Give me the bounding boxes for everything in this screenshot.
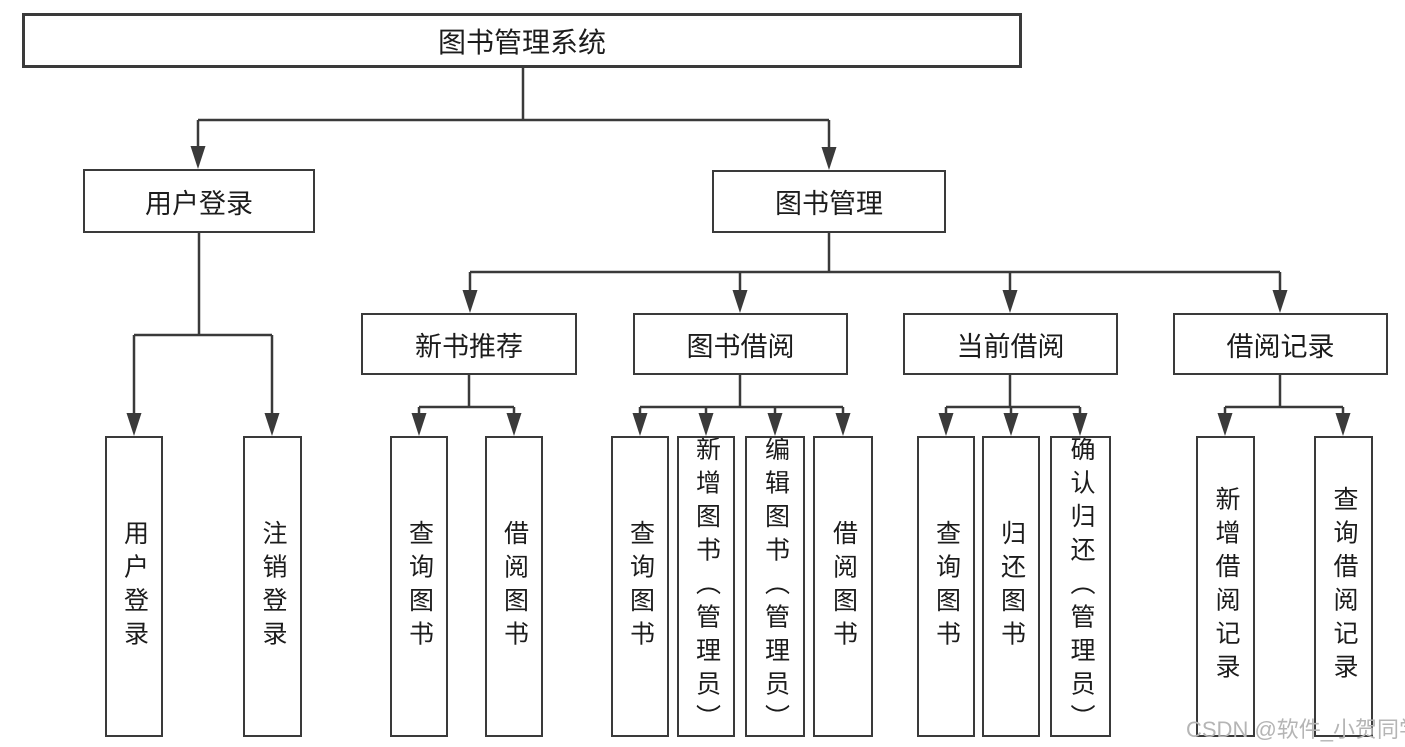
node-label: 借阅记录 <box>1226 331 1335 362</box>
leaf-add-books-admin: 新增图书（管理员） <box>677 436 735 737</box>
leaf-label: 查询图书 <box>626 519 655 654</box>
arrowheads <box>126 146 1351 436</box>
node-user-login: 用户登录 <box>83 169 315 233</box>
leaf-label: 确认归还（管理员） <box>1067 436 1095 737</box>
csdn-watermark: CSDN @软件_小贺同学 <box>1186 717 1405 742</box>
leaf-user-login: 用户登录 <box>105 436 163 737</box>
leaf-query-books-current: 查询图书 <box>917 436 975 737</box>
node-label: 新书推荐 <box>415 331 523 362</box>
leaf-label: 新增图书（管理员） <box>692 436 721 737</box>
leaf-borrow-books: 借阅图书 <box>813 436 873 737</box>
leaf-label: 借阅图书 <box>500 519 529 654</box>
leaf-borrow-books-recommend: 借阅图书 <box>485 436 543 737</box>
node-borrowing-records: 借阅记录 <box>1173 313 1388 375</box>
leaf-query-books-recommend: 查询图书 <box>390 436 448 737</box>
leaf-query-books-borrowing: 查询图书 <box>611 436 669 737</box>
node-label: 用户登录 <box>145 188 253 219</box>
node-label: 图书管理 <box>775 189 883 219</box>
leaf-logout: 注销登录 <box>243 436 302 737</box>
leaf-label: 查询借阅记录 <box>1330 486 1358 687</box>
node-label: 图书借阅 <box>686 331 795 362</box>
leaf-label: 查询图书 <box>932 519 961 654</box>
leaf-label: 借阅图书 <box>829 519 858 654</box>
leaf-label: 编辑图书（管理员） <box>761 436 790 737</box>
node-label: 当前借阅 <box>956 331 1065 362</box>
leaf-query-borrow-record: 查询借阅记录 <box>1314 436 1373 737</box>
leaf-confirm-return-admin: 确认归还（管理员） <box>1050 436 1111 737</box>
leaf-return-books: 归还图书 <box>982 436 1040 737</box>
leaf-label: 查询图书 <box>405 519 434 654</box>
leaf-label: 新增借阅记录 <box>1212 486 1240 687</box>
leaf-edit-books-admin: 编辑图书（管理员） <box>745 436 805 737</box>
node-new-book-recommend: 新书推荐 <box>361 313 577 375</box>
leaf-add-borrow-record: 新增借阅记录 <box>1196 436 1255 737</box>
node-library-management-system: 图书管理系统 <box>22 13 1022 68</box>
node-label: 图书管理系统 <box>437 26 606 58</box>
leaf-label: 归还图书 <box>997 519 1026 654</box>
node-book-management: 图书管理 <box>712 170 946 233</box>
node-current-borrowing: 当前借阅 <box>903 313 1118 375</box>
leaf-label: 注销登录 <box>259 519 287 654</box>
node-book-borrowing: 图书借阅 <box>633 313 848 375</box>
leaf-label: 用户登录 <box>120 519 149 654</box>
